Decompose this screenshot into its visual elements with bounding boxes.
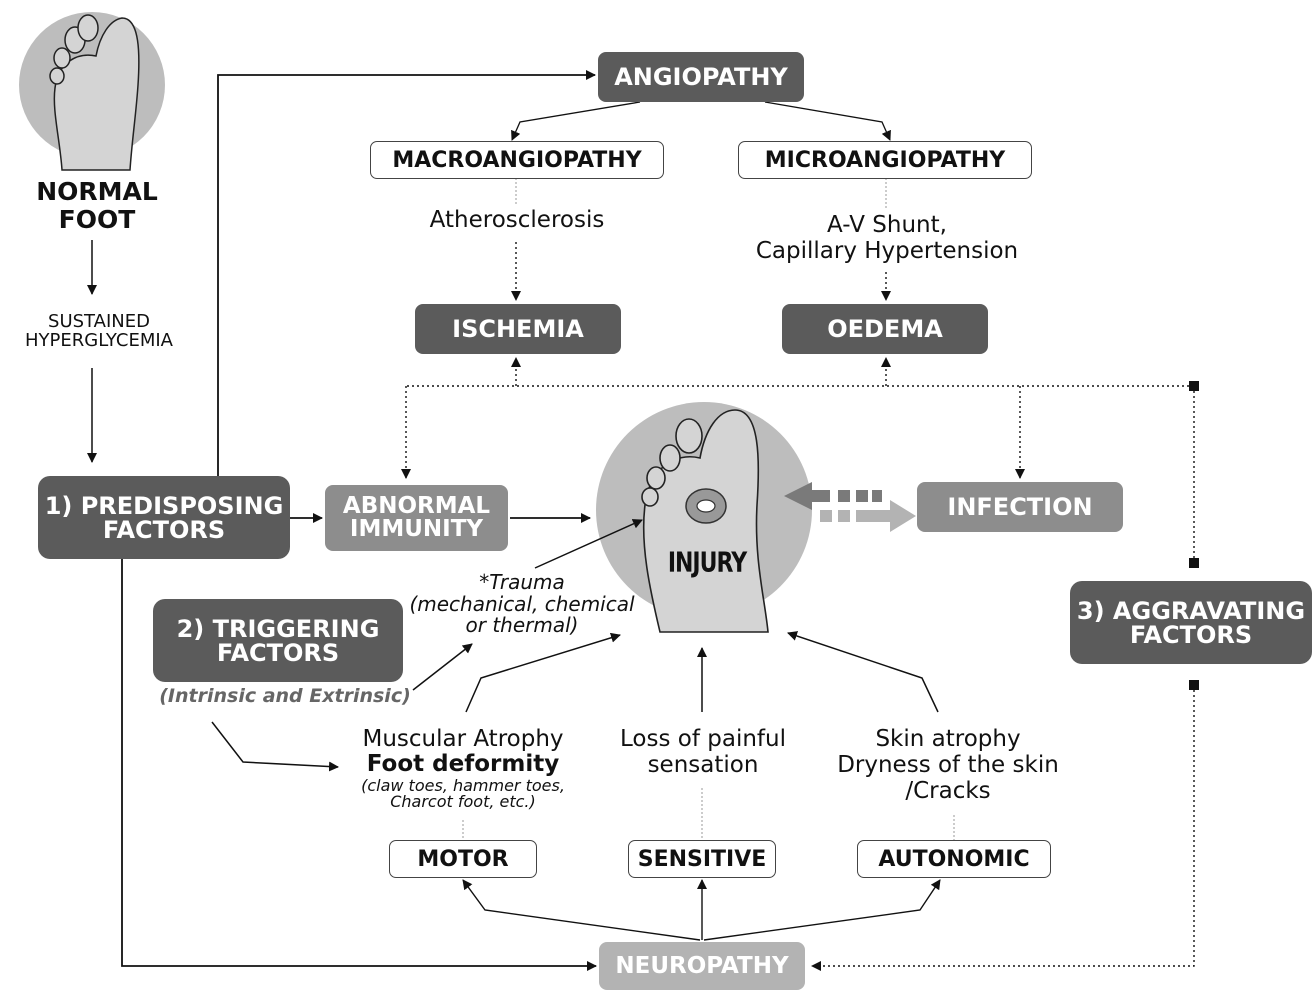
skin-line2: Dryness of the skin [810,753,1086,779]
predisposing-factors-box: 1) PREDISPOSING FACTORS [38,476,290,559]
microangiopathy-box: MICROANGIOPATHY [738,141,1032,179]
triggering-factors-box: 2) TRIGGERING FACTORS [153,599,403,682]
normal-foot-label: NORMAL FOOT [22,178,172,233]
oedema-box: OEDEMA [782,304,988,354]
muscular-line1: Muscular Atrophy [330,727,596,752]
angiopathy-box: ANGIOPATHY [598,52,804,102]
macroangiopathy-box: MACROANGIOPATHY [370,141,664,179]
aggravating-factors-box: 3) AGGRAVATING FACTORS [1070,581,1312,664]
normal-foot-illustration [19,12,165,170]
triggering-line2: FACTORS [217,641,339,665]
trauma-line1: *Trauma [402,572,642,594]
sensitive-box: SENSITIVE [628,840,776,878]
av-shunt-label: A-V Shunt, Capillary Hypertension [722,212,1052,265]
trauma-line2: (mechanical, chemical [402,594,642,616]
foot-deformity-label: Foot deformity [330,752,596,777]
loss-sensation-block: Loss of painful sensation [596,727,810,779]
normal-foot-line1: NORMAL [22,178,172,206]
predisposing-line2: FACTORS [103,518,225,542]
neuropathy-box: NEUROPATHY [599,942,805,990]
muscular-atrophy-block: Muscular Atrophy Foot deformity (claw to… [330,727,596,811]
muscular-line4: Charcot foot, etc.) [330,794,596,811]
infection-label: INFECTION [947,493,1092,521]
ischemia-box: ISCHEMIA [415,304,621,354]
sustained-hyperglycemia-label: SUSTAINED HYPERGLYCEMIA [4,313,194,351]
ischemia-label: ISCHEMIA [452,315,584,343]
motor-label: MOTOR [417,847,508,872]
sensitive-label: SENSITIVE [638,847,767,872]
av-shunt-line2: Capillary Hypertension [722,238,1052,264]
aggravating-line1: 3) AGGRAVATING [1077,599,1305,623]
trauma-label: *Trauma (mechanical, chemical or thermal… [402,572,642,637]
skin-line1: Skin atrophy [810,727,1086,753]
loss-line1: Loss of painful [596,727,810,753]
av-shunt-line1: A-V Shunt, [722,212,1052,238]
sustained-line2: HYPERGLYCEMIA [4,332,194,351]
triggering-line1: 2) TRIGGERING [177,617,380,641]
trauma-line3: or thermal) [402,615,642,637]
neuropathy-label: NEUROPATHY [615,953,788,979]
predisposing-line1: 1) PREDISPOSING [45,494,284,518]
intrinsic-extrinsic-label: (Intrinsic and Extrinsic) [150,686,420,707]
angiopathy-label: ANGIOPATHY [614,63,788,91]
autonomic-box: AUTONOMIC [857,840,1051,878]
injury-label: INJURY [650,549,764,579]
aggravating-line2: FACTORS [1130,623,1252,647]
abnormal-immunity-box: ABNORMAL IMMUNITY [325,485,508,551]
autonomic-label: AUTONOMIC [878,847,1029,872]
abnormal-immunity-line2: IMMUNITY [350,518,483,541]
skin-line3: /Cracks [810,779,1086,805]
skin-atrophy-block: Skin atrophy Dryness of the skin /Cracks [810,727,1086,804]
macroangiopathy-label: MACROANGIOPATHY [392,148,641,173]
microangiopathy-label: MICROANGIOPATHY [765,148,1005,173]
motor-box: MOTOR [389,840,537,878]
infection-box: INFECTION [917,482,1123,532]
atherosclerosis-label: Atherosclerosis [400,208,634,233]
normal-foot-line2: FOOT [22,206,172,234]
loss-line2: sensation [596,753,810,779]
abnormal-immunity-line1: ABNORMAL [343,495,490,518]
oedema-label: OEDEMA [827,315,943,343]
